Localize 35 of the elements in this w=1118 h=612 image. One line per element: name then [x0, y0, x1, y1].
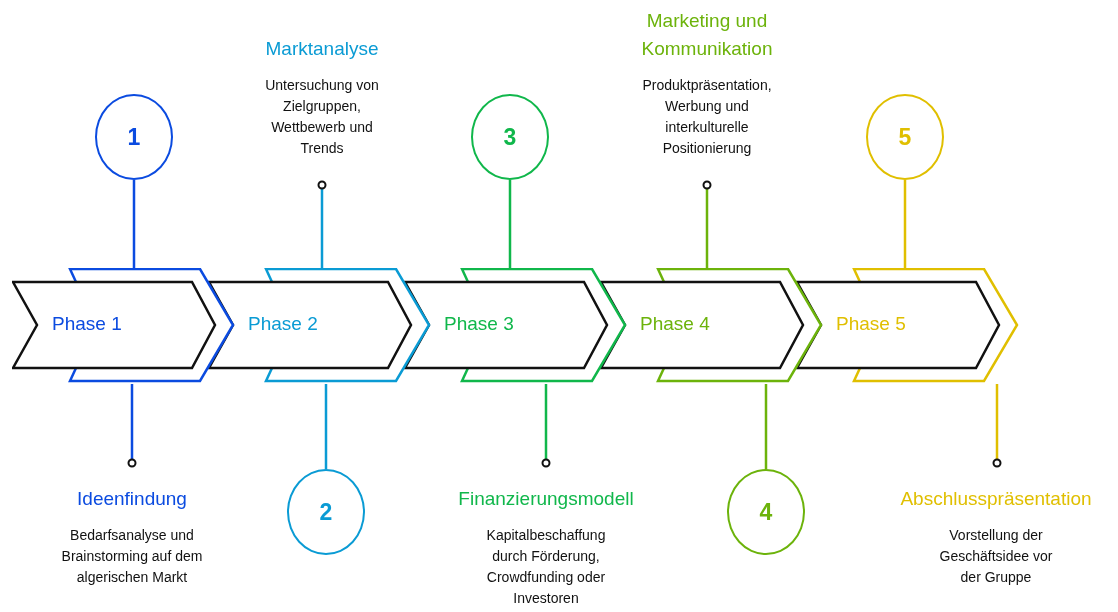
- step-number: 2: [319, 498, 333, 526]
- step-number: 3: [503, 123, 517, 151]
- step-number: 4: [759, 498, 773, 526]
- phase-banner: [796, 268, 1021, 384]
- callout-text: Bedarfsanalyse und Brainstorming auf dem algerischen Markt: [60, 526, 204, 587]
- connector-line: [764, 384, 768, 469]
- phase-banner: [600, 268, 825, 384]
- leader-line: [702, 180, 712, 268]
- callout-text: Vorstellung der Geschäftsidee vor der Gruppe: [938, 526, 1054, 587]
- phase-banner: [12, 268, 237, 384]
- callout-text: Kapitalbeschaffung durch Förderung, Crowdfunding oder Investoren: [485, 526, 607, 608]
- leader-line: [127, 384, 137, 468]
- connector-line: [508, 180, 512, 268]
- connector-line: [132, 180, 136, 268]
- callout-heading: Marketing und Kommunikation: [640, 9, 774, 61]
- step-number: 1: [127, 123, 141, 151]
- leader-line: [992, 384, 1002, 468]
- phase-banner: [404, 268, 629, 384]
- callout-heading: Abschlusspräsentation: [900, 487, 1092, 511]
- leader-line: [317, 180, 327, 268]
- leader-line: [541, 384, 551, 468]
- phase-banner: [208, 268, 433, 384]
- connector-line: [903, 180, 907, 268]
- callout-text: Untersuchung von Zielgruppen, Wettbewerb und Trends: [264, 76, 380, 158]
- phase-label: Phase 3: [444, 312, 514, 336]
- callout-heading: Ideenfindung: [77, 487, 187, 511]
- callout-heading: Marktanalyse: [265, 37, 379, 61]
- phase-label: Phase 4: [640, 312, 710, 336]
- phase-label: Phase 2: [248, 312, 318, 336]
- step-number: 5: [898, 123, 912, 151]
- callout-heading: Finanzierungsmodell: [458, 487, 634, 511]
- callout-text: Produktpräsentation, Werbung und interkulturelle Positionierung: [641, 76, 773, 158]
- connector-line: [324, 384, 328, 469]
- phase-label: Phase 1: [52, 312, 122, 336]
- phase-label: Phase 5: [836, 312, 906, 336]
